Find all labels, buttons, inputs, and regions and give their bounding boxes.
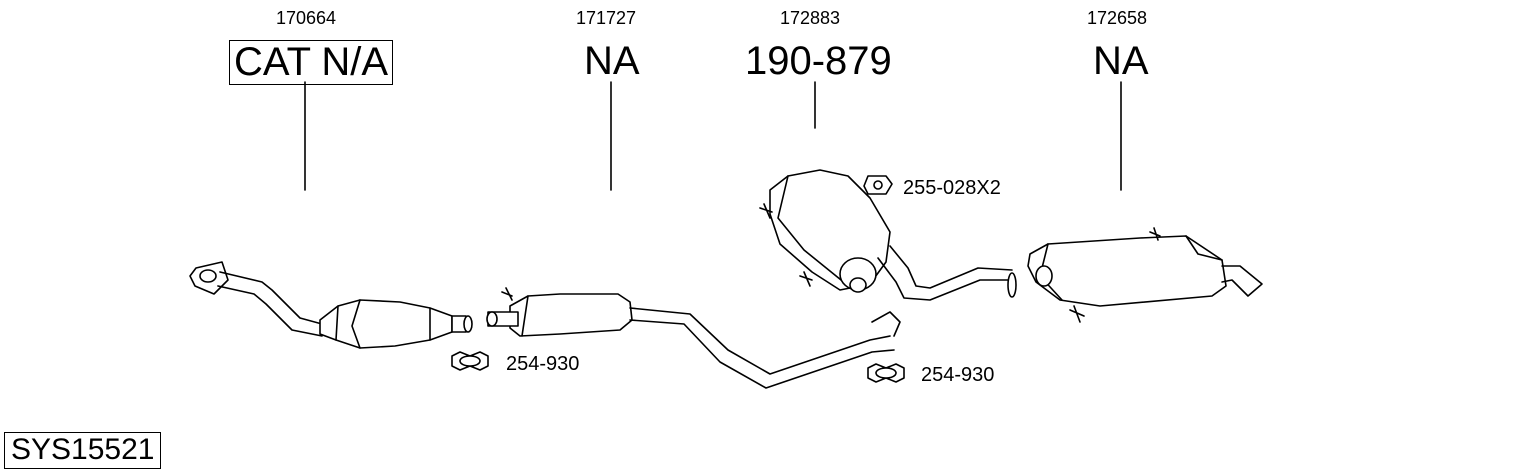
centre-silencer-part (759, 169, 1017, 301)
part-number-catalytic-converter: 170664 (276, 8, 337, 28)
pipe-clamp-icon (867, 363, 905, 383)
part-number-rear-silencer: 172658 (1087, 8, 1148, 28)
system-code: SYS15521 (4, 432, 162, 469)
catalytic-converter-part (189, 261, 473, 349)
clamp-label-left: 254-930 (506, 353, 580, 375)
reference-catalytic-converter: CAT N/A (229, 40, 394, 85)
clamp-label-right: 254-930 (921, 364, 995, 386)
part-number-front-pipe: 171727 (576, 8, 637, 28)
pipe-clamp-icon (451, 351, 489, 371)
reference-centre-silencer: 190-879 (745, 39, 892, 83)
hanger-label: 255-028X2 (903, 177, 1001, 199)
rear-silencer-part (1027, 227, 1263, 323)
front-pipe-part (486, 287, 901, 389)
reference-rear-silencer: NA (1093, 39, 1149, 83)
part-number-centre-silencer: 172883 (780, 8, 841, 28)
rubber-hanger-icon (863, 175, 893, 195)
reference-front-pipe: NA (584, 39, 640, 83)
